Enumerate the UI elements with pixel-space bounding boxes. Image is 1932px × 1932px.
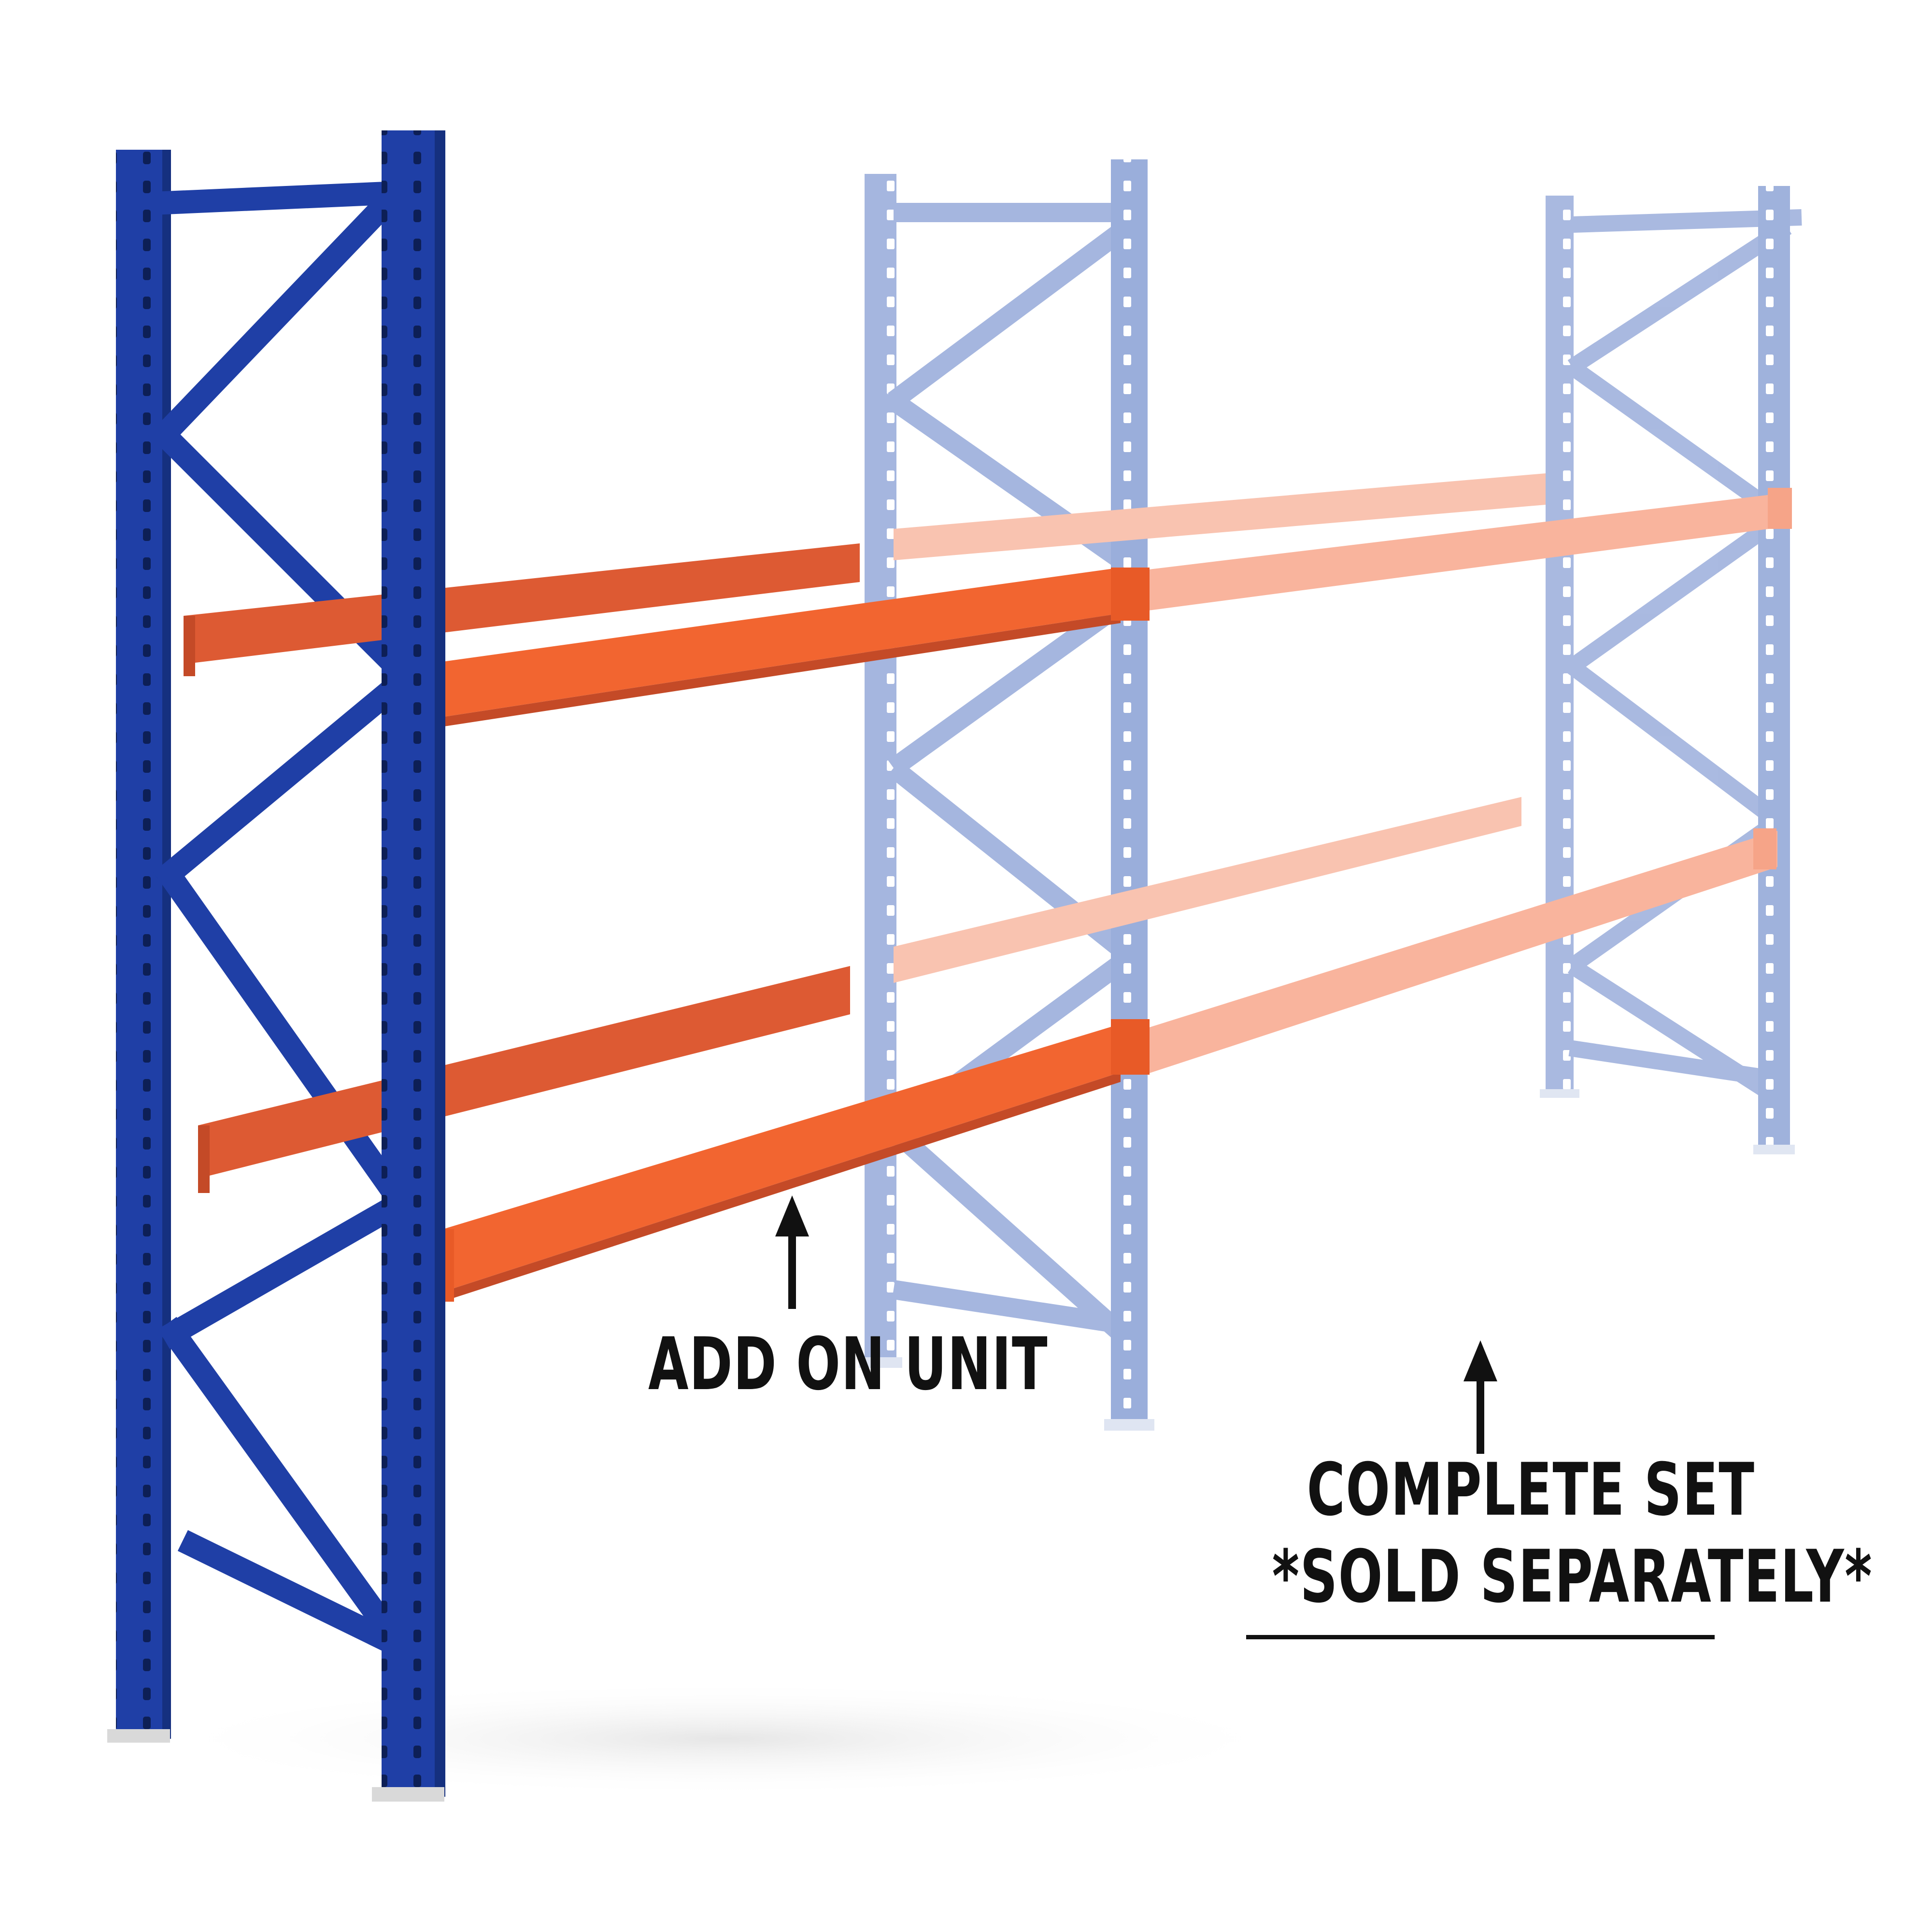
- addon-front-upright: [372, 130, 445, 1802]
- addon-bracing: [148, 181, 427, 1678]
- addon-back-upright: [107, 150, 171, 1743]
- add-on-unit-label: ADD ON UNIT: [648, 1322, 1049, 1406]
- floor-shadow: [145, 1681, 1304, 1797]
- arrow-up-icon: [775, 1195, 809, 1309]
- sold-separately-underline: [1246, 1635, 1715, 1639]
- addon-beams: [184, 543, 1150, 1304]
- sold-separately-label: *SOLD SEPARATELY*: [1272, 1535, 1873, 1619]
- complete-set-frame-right: [1540, 186, 1802, 1154]
- complete-set-frame-middle: [859, 159, 1154, 1431]
- complete-set-label: COMPLETE SET: [1307, 1448, 1755, 1532]
- complete-set-beams: [894, 473, 1792, 1075]
- arrow-up-icon: [1463, 1340, 1497, 1454]
